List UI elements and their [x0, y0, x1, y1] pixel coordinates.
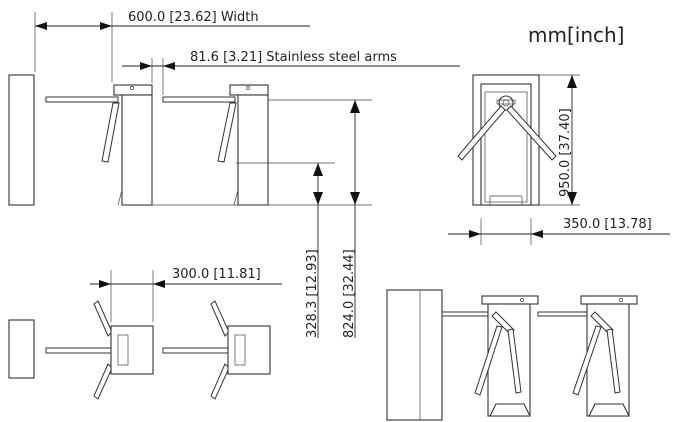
arrowhead — [350, 100, 360, 113]
top-width-dimension: 300.0 [11.81] — [90, 267, 282, 322]
top-view-arm — [162, 347, 229, 354]
total-height-dimension: 950.0 [37.40] — [539, 74, 580, 206]
front-view-hub — [498, 95, 514, 111]
arrowhead — [313, 163, 323, 176]
side-view-indicator — [130, 86, 134, 90]
top-width-label: 300.0 [11.81] — [172, 267, 261, 282]
perspective-wall — [386, 289, 443, 421]
top-view-arm — [210, 363, 230, 400]
top-view-body — [227, 325, 271, 375]
side-view — [8, 74, 372, 206]
top-view-arm — [45, 347, 112, 354]
arrowhead — [35, 22, 47, 30]
side-view-arm-horizontal — [162, 96, 236, 103]
perspective-head — [481, 295, 539, 305]
arrowhead — [567, 75, 577, 88]
arrowhead — [140, 62, 152, 70]
side-view-arm-angled — [217, 102, 237, 163]
side-view-body — [237, 94, 269, 206]
front-view-panel — [484, 91, 528, 203]
top-view-wall — [8, 319, 35, 379]
arrowhead — [469, 230, 481, 238]
front-view-arm-left — [457, 105, 506, 161]
top-view-arm — [210, 300, 230, 337]
perspective-arm — [606, 328, 621, 394]
side-view-indicator — [246, 86, 250, 90]
perspective-body — [487, 303, 531, 417]
arrowhead — [567, 192, 577, 205]
arrowhead — [531, 230, 543, 238]
front-view-hub-bar — [496, 99, 516, 105]
perspective-arm — [441, 311, 495, 317]
arrowhead — [99, 280, 111, 288]
perspective-indicator — [619, 298, 623, 302]
top-view-body — [110, 325, 154, 375]
depth-dimension: 350.0 [13.78] — [448, 217, 670, 245]
arms-dimension: 81.6 [3.21] Stainless steel arms — [122, 50, 460, 95]
top-view-arm — [93, 300, 113, 337]
arrowhead — [163, 62, 175, 70]
arrowhead — [100, 22, 112, 30]
side-view-arm-angled — [101, 102, 120, 163]
total-height-label: 950.0 [37.40] — [558, 108, 573, 197]
top-view — [8, 300, 271, 400]
top-view-panel — [234, 334, 246, 366]
arm-height-label: 328.3 [12.93] — [305, 249, 320, 338]
perspective-arm — [507, 328, 522, 394]
perspective-arm — [474, 325, 503, 396]
unit-label: mm[inch] — [528, 23, 624, 47]
top-view-panel — [117, 334, 129, 366]
side-view-arm-horizontal — [45, 96, 119, 103]
side-view-base-bevel — [117, 189, 123, 206]
depth-label: 350.0 [13.78] — [563, 217, 652, 232]
arrowhead — [313, 192, 323, 205]
perspective-body — [586, 303, 630, 417]
width-dimension: 600.0 [23.62] Width — [34, 10, 310, 82]
perspective-base — [489, 403, 531, 417]
side-view-body — [121, 94, 153, 206]
body-height-label: 824.0 [32.44] — [342, 249, 357, 338]
front-view — [457, 74, 557, 206]
perspective-arm — [572, 325, 602, 396]
body-height-dimension: 824.0 [32.44] — [342, 100, 360, 338]
perspective-arm — [537, 311, 591, 317]
side-view-wall — [8, 74, 35, 206]
arm-height-dimension: 328.3 [12.93] — [305, 163, 323, 338]
arms-label: 81.6 [3.21] Stainless steel arms — [190, 50, 397, 65]
side-view-base-bevel — [233, 189, 239, 206]
arrowhead — [153, 280, 165, 288]
perspective-indicator — [520, 298, 524, 302]
perspective-head — [580, 295, 638, 305]
arrowhead — [350, 192, 360, 205]
width-label: 600.0 [23.62] Width — [128, 10, 259, 25]
perspective-base — [588, 403, 630, 417]
perspective-view — [386, 289, 638, 421]
top-view-arm — [93, 363, 113, 400]
front-view-arm-right — [506, 105, 557, 161]
